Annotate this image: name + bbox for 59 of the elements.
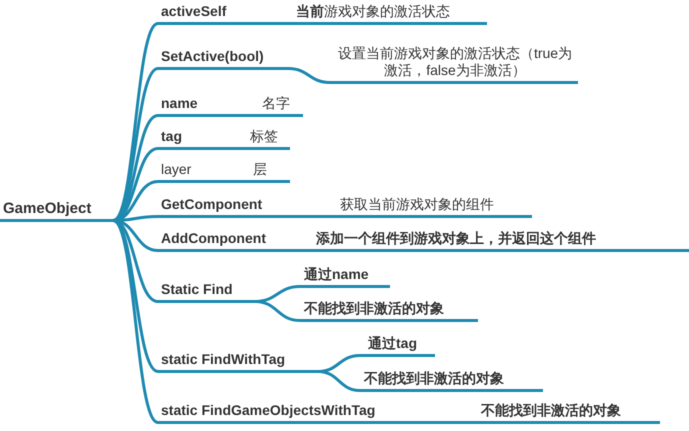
topic-branch (158, 161, 203, 183)
branch-line (203, 147, 228, 150)
topic-branch (158, 3, 268, 25)
topic-branch (360, 335, 435, 357)
branch-line (318, 370, 360, 392)
topic-text: layer (160, 161, 192, 179)
branch-line (112, 67, 159, 222)
topic-branch (158, 281, 255, 303)
topic-text: activeSelf (160, 3, 226, 21)
branch-line (254, 300, 300, 322)
branch-line (213, 114, 238, 117)
topic-branch (308, 196, 532, 218)
topic-branch (360, 370, 543, 392)
topic-text: name (160, 95, 198, 113)
topic-text: 通过name (303, 266, 369, 284)
branch-line (112, 219, 158, 252)
topic-text: SetActive(bool) (160, 48, 264, 66)
branch-line (112, 180, 158, 222)
topic-branch (292, 3, 487, 25)
topic-branch (228, 161, 290, 183)
topic-text: 层 (252, 161, 267, 179)
topic-text: 当前游戏对象的激活状态 (295, 3, 450, 21)
branch-line (283, 215, 308, 218)
topic-branch (238, 95, 303, 117)
topic-text: tag (160, 128, 182, 146)
topic-branch (228, 128, 290, 150)
topic-text: 标签 (249, 128, 278, 146)
topic-branch (300, 266, 390, 288)
topic-text: 通过tag (367, 335, 417, 353)
branch-line (283, 249, 308, 252)
topic-branch (158, 351, 318, 373)
topic-branch (300, 300, 478, 322)
topic-text: static FindGameObjectsWithTag (160, 402, 376, 420)
topic-text: static FindWithTag (160, 351, 286, 369)
topic-text: 不能找到非激活的对象 (362, 370, 504, 388)
topic-text: AddComponent (160, 230, 266, 248)
topic-text: Static Find (160, 281, 233, 299)
branch-line (288, 67, 330, 84)
topic-text: 获取当前游戏对象的组件 (339, 196, 494, 214)
branch-line (203, 180, 228, 183)
topic-branch (158, 196, 283, 218)
topic-text: 添加一个组件到游戏对象上，并返回这个组件 (315, 230, 596, 248)
branch-line (112, 219, 158, 303)
topic-branch (475, 402, 660, 424)
branch-line (112, 219, 159, 424)
topic-branch (158, 48, 288, 70)
topic-text: 设置当前游戏对象的激活状态（true为激活，false为非激活） (336, 45, 574, 80)
branch-line (398, 421, 475, 424)
topic-text: 名字 (261, 95, 290, 113)
topic-text: GameObject (2, 200, 92, 219)
branch-line (268, 22, 292, 25)
branch-line (112, 147, 158, 222)
topic-branch (158, 230, 283, 252)
topic-branch (158, 402, 398, 424)
topic-text: GetComponent (160, 196, 262, 214)
branch-line (112, 114, 159, 222)
topic-branch (308, 230, 689, 252)
topic-text: 不能找到非激活的对象 (302, 300, 444, 318)
topic-text: 不能找到非激活的对象 (480, 402, 621, 420)
